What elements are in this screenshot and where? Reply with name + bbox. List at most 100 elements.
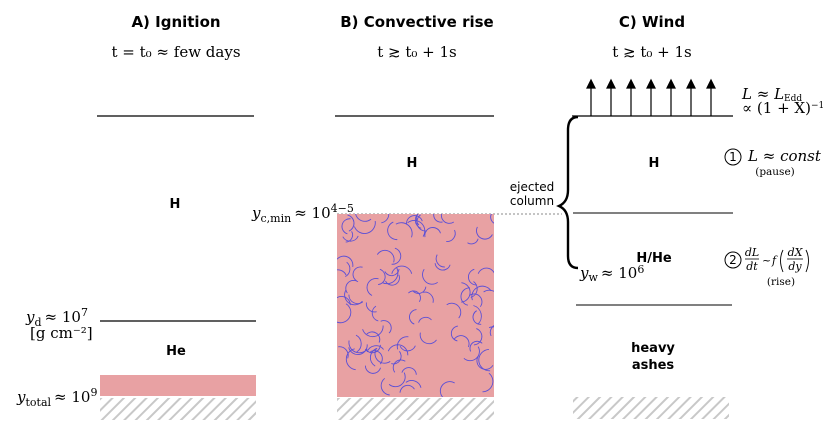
phase-2-number: 2	[729, 253, 737, 267]
convective-eddy	[348, 344, 368, 356]
convective-eddy	[415, 214, 420, 226]
convective-eddy	[380, 320, 392, 334]
panel-a-hydrogen-label: H	[170, 197, 181, 212]
convective-eddy	[467, 238, 479, 245]
convective-eddy	[446, 229, 456, 242]
convective-eddy	[408, 290, 421, 303]
convective-eddy	[440, 214, 455, 224]
convective-eddy	[391, 247, 402, 265]
panel-c-time: t ≳ t₀ + 1s	[612, 43, 692, 61]
svg-text:~: ~	[762, 254, 771, 267]
convective-eddy	[366, 345, 384, 353]
convective-eddy	[337, 269, 347, 276]
convective-eddy	[337, 255, 354, 267]
convective-eddy	[392, 359, 406, 373]
phase-2-equation: dL dt ~ f dX dy	[745, 246, 809, 273]
convective-eddy	[489, 325, 494, 337]
convective-eddy	[399, 345, 416, 352]
panel-b-time: t ≳ t₀ + 1s	[377, 43, 457, 61]
convective-eddy	[338, 346, 349, 359]
wind-arrows	[586, 78, 716, 116]
convective-eddy	[399, 384, 415, 393]
convective-eddy	[424, 227, 441, 238]
convective-eddy	[388, 372, 406, 388]
y-w-label: yw≈ 106	[579, 263, 644, 284]
panel-b-title: B) Convective rise	[340, 13, 493, 31]
convective-eddy	[371, 305, 379, 322]
convective-eddy	[385, 274, 400, 286]
convective-eddy	[477, 267, 494, 274]
convective-eddy	[362, 325, 384, 338]
convective-eddy	[433, 214, 443, 223]
convective-eddy	[382, 267, 399, 285]
convective-eddy	[391, 265, 413, 274]
convective-eddy	[414, 214, 422, 229]
convective-eddy	[419, 332, 437, 345]
convective-eddy	[391, 351, 402, 365]
convective-eddy	[355, 334, 362, 353]
convective-eddy	[366, 331, 381, 343]
convective-eddy	[369, 347, 378, 367]
convective-eddy	[337, 303, 352, 324]
convective-eddy	[352, 266, 363, 282]
convective-eddy	[376, 249, 395, 263]
convective-eddy	[337, 296, 351, 306]
panel-a-hatched-base	[100, 398, 256, 420]
convective-eddy	[476, 226, 493, 240]
svg-text:f: f	[771, 254, 778, 267]
panel-c-title: C) Wind	[619, 13, 685, 31]
convective-eddies	[337, 214, 494, 397]
panel-a-burning-layer	[100, 375, 256, 396]
convective-eddy	[401, 367, 417, 375]
convective-eddy	[478, 348, 491, 372]
svg-text:dy: dy	[788, 260, 802, 273]
convective-eddy	[374, 348, 391, 364]
ejected-label-line1: ejected	[510, 180, 554, 194]
luminosity-proportional: ∝ (1 + X)−1	[742, 99, 824, 117]
phase-2-note: (rise)	[767, 276, 795, 288]
convective-eddy	[380, 377, 390, 396]
convective-zone	[337, 214, 494, 397]
convective-eddy	[473, 305, 482, 325]
convective-eddy	[396, 336, 409, 350]
convective-eddy	[366, 278, 379, 296]
convective-eddy	[468, 268, 477, 286]
convective-eddy	[407, 219, 426, 237]
convective-eddy	[488, 326, 494, 329]
convective-eddy	[439, 381, 455, 397]
convective-eddy	[405, 380, 422, 388]
convective-eddy	[364, 365, 381, 374]
convective-eddy	[341, 218, 351, 235]
convective-eddy	[471, 285, 492, 301]
convective-eddy	[473, 328, 483, 346]
convective-eddy	[384, 268, 400, 277]
panel-c-hatched-base	[573, 397, 729, 419]
y-total-label: ytotal≈ 109	[16, 386, 97, 409]
y-d-unit: [g cm⁻²]	[30, 324, 93, 342]
convective-eddy	[342, 235, 359, 242]
convective-eddy	[483, 289, 494, 293]
panel-a-helium-label: He	[166, 344, 186, 359]
convective-eddy	[344, 290, 363, 306]
convective-eddy	[482, 372, 494, 393]
ejected-label-line2: column	[510, 194, 554, 208]
convective-eddy	[469, 293, 483, 307]
panel-b-hydrogen-label: H	[407, 156, 418, 171]
panel-b-hatched-base	[337, 398, 494, 420]
convective-eddy	[422, 269, 438, 285]
svg-text:dL: dL	[745, 246, 759, 259]
convective-eddy	[476, 356, 494, 370]
convective-eddy	[472, 310, 482, 325]
y-d-label: yd≈ 107	[25, 306, 88, 329]
convective-eddy	[412, 286, 427, 294]
convective-eddy	[434, 263, 451, 271]
convective-eddy	[365, 302, 377, 313]
convective-eddy	[345, 261, 351, 277]
convective-eddy	[435, 254, 445, 268]
panel-c-hydrogen-label: H	[649, 156, 660, 171]
panel-c-hhe-label: H/He	[636, 251, 672, 266]
panel-a-title: A) Ignition	[131, 13, 220, 31]
phase-1-circle	[724, 148, 742, 166]
convective-eddy	[387, 344, 409, 356]
